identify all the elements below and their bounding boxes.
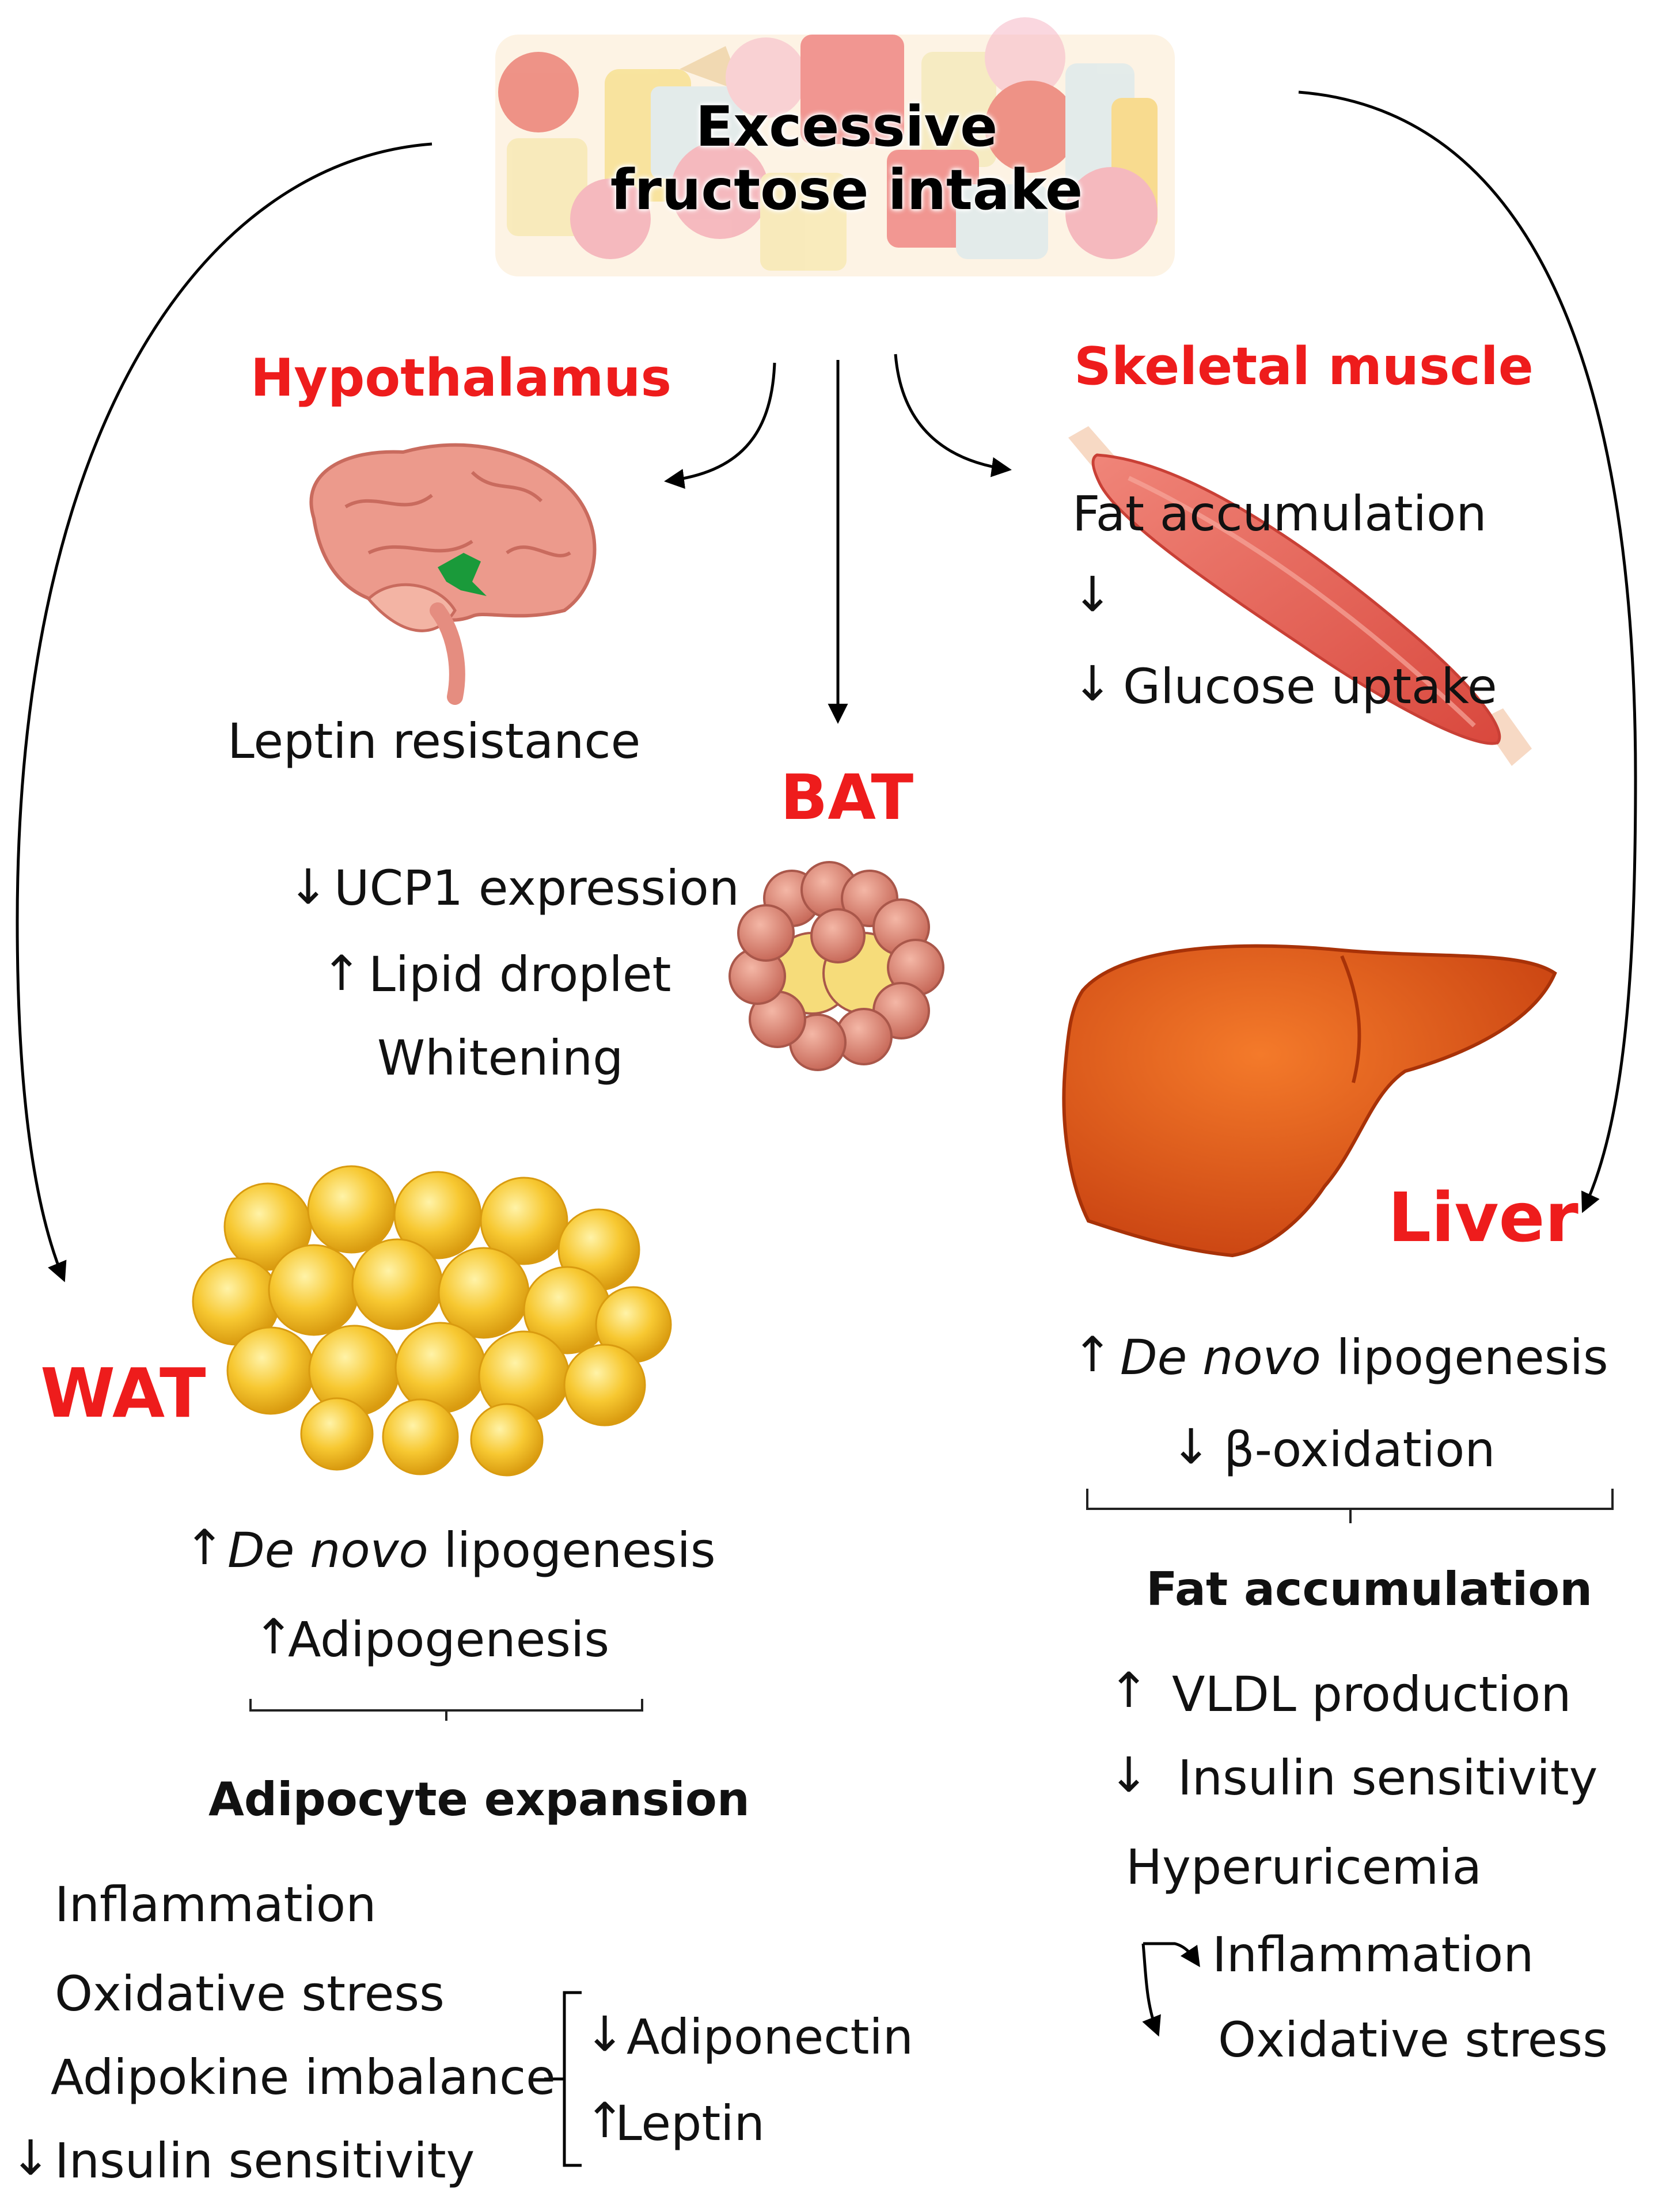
up-arrow-icon: ↑ <box>585 2092 625 2149</box>
food-banner-icon <box>495 17 1175 276</box>
down-arrow-icon: ↓ <box>1072 566 1113 623</box>
brace-adipokines <box>544 1991 582 2167</box>
liver-consequence-hyperuricemia: Hyperuricemia <box>1126 1839 1482 1895</box>
wat-consequence-insulin: Insulin sensitivity <box>55 2133 475 2189</box>
down-arrow-icon: ↓ <box>585 2006 625 2062</box>
liver-effect-boxidation: β-oxidation <box>1224 1421 1496 1478</box>
up-arrow-icon: ↑ <box>1072 1326 1113 1383</box>
down-arrow-icon: ↓ <box>1109 1747 1149 1803</box>
banner-line2: fructose intake <box>610 158 1083 223</box>
adipokine-leptin: Leptin <box>615 2095 765 2152</box>
muscle-effect-2: Glucose uptake <box>1123 658 1497 715</box>
liver-effect-lipogenesis-italic: De novo <box>1120 1329 1321 1386</box>
wat-effect-lipogenesis-italic: De novo <box>227 1522 428 1579</box>
arrow-to-wat <box>16 142 432 1283</box>
bat-effect-lipid: Lipid droplet <box>369 946 671 1003</box>
liver-effect-lipogenesis-text: lipogenesis <box>1321 1329 1608 1386</box>
bat-effect-ucp1: UCP1 expression <box>334 860 740 916</box>
down-arrow-icon: ↓ <box>1072 655 1113 712</box>
arrow-to-muscle <box>894 354 1012 477</box>
adipokine-adiponectin: Adiponectin <box>627 2009 913 2065</box>
wat-effect-lipogenesis-text: lipogenesis <box>428 1522 716 1579</box>
down-arrow-icon: ↓ <box>1171 1418 1212 1475</box>
hypothalamus-effect: Leptin resistance <box>227 713 641 769</box>
arrow-to-hypothalamus <box>664 362 776 489</box>
flow-arrows <box>16 90 1637 1283</box>
up-arrow-icon: ↑ <box>1109 1662 1149 1718</box>
brace-liver <box>1086 1489 1614 1523</box>
wat-title: WAT <box>40 1353 206 1433</box>
bat-effect-whitening: Whitening <box>377 1030 624 1086</box>
liver-title: Liver <box>1388 1178 1578 1257</box>
wat-effect-adipogenesis: Adipogenesis <box>288 1611 610 1668</box>
hyperuricemia-branch <box>1141 1942 1200 2037</box>
banner-line1: Excessive <box>695 94 998 159</box>
hyperuricemia-effect-oxidative: Oxidative stress <box>1218 2012 1608 2068</box>
wat-summary: Adipocyte expansion <box>208 1773 750 1826</box>
muscle-effect-1: Fat accumulation <box>1072 485 1487 542</box>
hypothalamus-title: Hypothalamus <box>251 348 672 408</box>
down-arrow-icon: ↓ <box>10 2130 51 2186</box>
up-arrow-icon: ↑ <box>184 1519 225 1576</box>
brace-wat <box>249 1699 643 1721</box>
hypothalamus-region-icon <box>438 553 487 596</box>
arrow-to-liver <box>1298 90 1637 1213</box>
brain-icon <box>309 443 597 705</box>
skeletal-muscle-title: Skeletal muscle <box>1074 336 1534 397</box>
liver-effect-lipogenesis: De novo lipogenesis <box>1120 1333 1608 1382</box>
bat-title: BAT <box>780 762 914 834</box>
wat-cells-icon <box>192 1165 672 1477</box>
banner-title: Excessive fructose intake <box>576 95 1117 222</box>
up-arrow-icon: ↑ <box>253 1608 294 1665</box>
down-arrow-icon: ↓ <box>288 859 329 915</box>
liver-summary: Fat accumulation <box>1146 1562 1593 1616</box>
liver-consequence-insulin: Insulin sensitivity <box>1178 1750 1598 1806</box>
wat-consequence-inflammation: Inflammation <box>55 1876 377 1933</box>
wat-consequence-oxidative: Oxidative stress <box>55 1966 445 2022</box>
liver-icon <box>1062 944 1557 1258</box>
liver-consequence-vldl: VLDL production <box>1172 1666 1572 1722</box>
bat-cells-icon <box>728 861 944 1071</box>
hyperuricemia-effect-inflammation: Inflammation <box>1212 1926 1534 1983</box>
muscle-icon <box>1068 426 1532 766</box>
wat-consequence-adipokine: Adipokine imbalance <box>51 2049 556 2105</box>
wat-effect-lipogenesis: De novo lipogenesis <box>227 1526 716 1574</box>
up-arrow-icon: ↑ <box>321 945 362 1001</box>
